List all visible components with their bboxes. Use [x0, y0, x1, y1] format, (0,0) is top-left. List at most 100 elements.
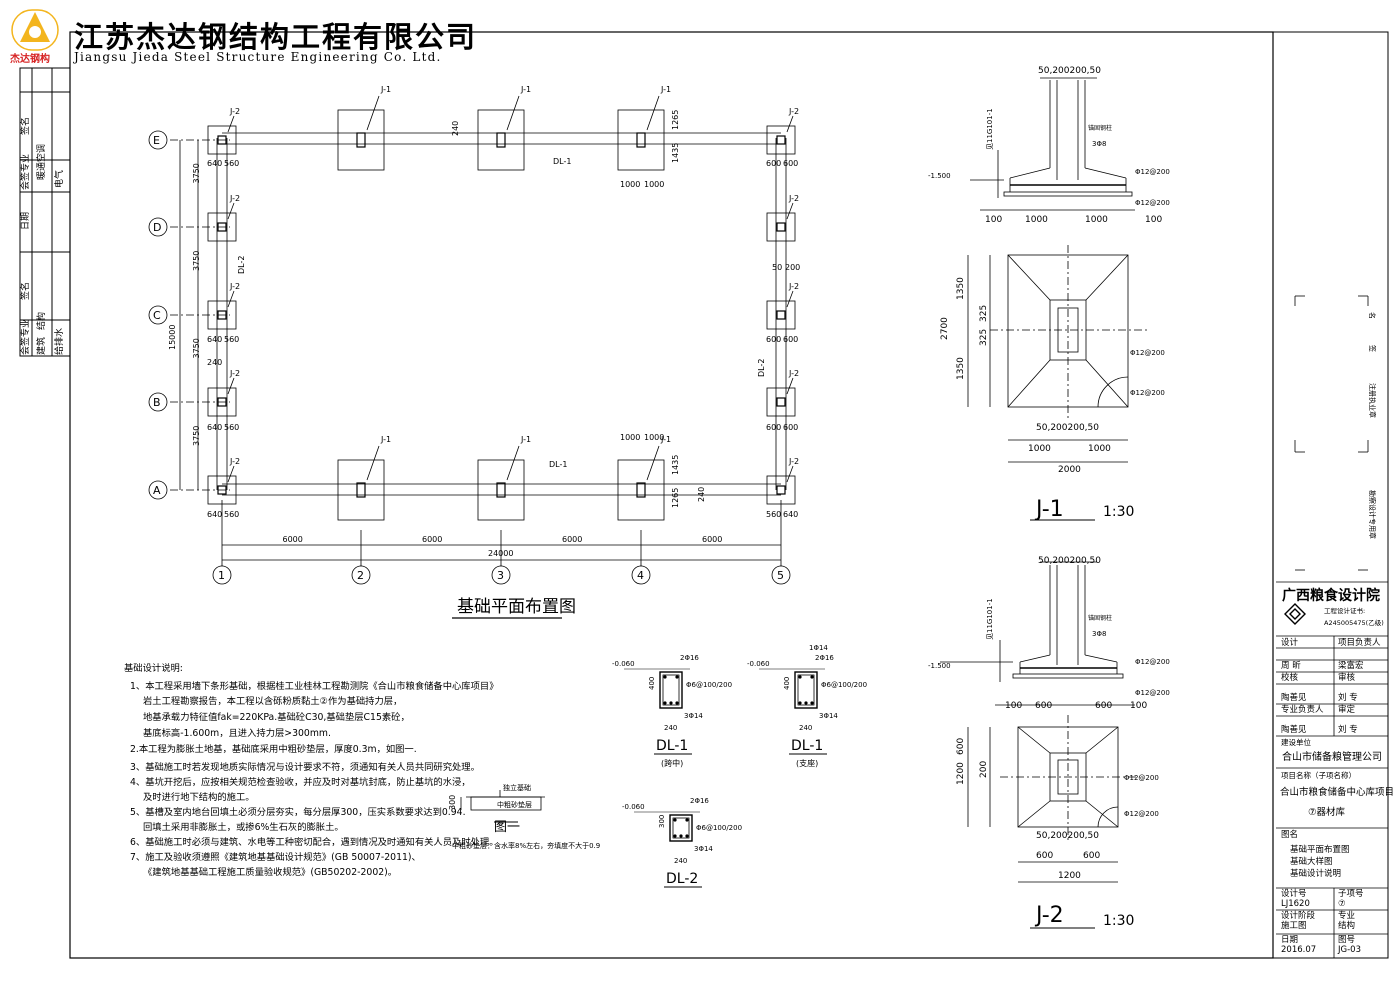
pad-dim: 1265: [671, 488, 680, 508]
j-level: -1.500: [928, 662, 951, 670]
client-label: 建设单位: [1281, 737, 1311, 747]
j1-plan-v: 1350: [956, 277, 966, 300]
column: [217, 135, 227, 145]
total-dim: 24000: [488, 549, 513, 558]
column: [217, 485, 227, 495]
j2-plan-rein: Φ12@200: [1124, 810, 1159, 818]
pad-j1: [617, 459, 665, 521]
total-dim: 15000: [168, 325, 177, 350]
tb-r6a: 陶善见: [1281, 724, 1307, 735]
beam-bot-rebar: 3Φ14: [684, 712, 703, 720]
project: 合山市粮食储备中心库项目: [1280, 786, 1394, 798]
svg-text:勘察设计专用章: 勘察设计专用章: [1368, 490, 1377, 539]
pad-dim: 640: [207, 510, 222, 519]
tb-value: JG-03: [1337, 945, 1361, 955]
leader: [366, 445, 380, 481]
column: [776, 222, 786, 232]
pad-label: J-2: [788, 194, 799, 203]
tb-r5a: 专业负责人: [1281, 704, 1324, 715]
column: [636, 482, 646, 498]
tb-r3a: 校核: [1281, 672, 1299, 683]
cert-label: 工程设计证书:: [1324, 606, 1365, 615]
j2-plan-h: 600: [1036, 851, 1053, 861]
pad-label: J-2: [788, 107, 799, 116]
pad-j2: [766, 387, 796, 417]
pad-dim: 1265: [671, 110, 680, 130]
rebar: [810, 675, 814, 679]
j2-plan-h: 50,200200,50: [1036, 831, 1099, 841]
tb-label: 专业: [1338, 910, 1355, 921]
axis-label-B: B: [153, 396, 161, 409]
axis-bubble: [148, 217, 168, 237]
pad-j1: [477, 109, 525, 171]
rebar: [798, 701, 802, 705]
pad-label: J-2: [229, 457, 240, 466]
beam-height: 300: [658, 815, 666, 828]
beam-level: -0.060: [747, 660, 770, 668]
span-dim: 6000: [422, 535, 442, 544]
column: [636, 132, 646, 148]
pad-label: J-2: [788, 282, 799, 291]
note-line: 岩土工程勘察报告，本工程以含砾粉质黏土②作为基础持力层，: [143, 695, 402, 707]
j1-plan-h: 1000: [1088, 444, 1111, 454]
pad-j2: [207, 387, 237, 417]
j1-plan: [967, 245, 1150, 463]
column: [496, 132, 506, 148]
column: [496, 482, 506, 498]
rebar: [663, 675, 667, 679]
pad-label: J-2: [229, 194, 240, 203]
stamp-labels: 名 签 注册执业章 勘察设计专用章: [1368, 312, 1377, 539]
beam-width: 240: [799, 724, 812, 732]
rebar: [673, 834, 677, 838]
note-line: 《建筑地基基础工程施工质量验收规范》(GB50202-2002)。: [143, 866, 397, 878]
j1-plan-h: 2000: [1058, 465, 1081, 475]
tb-label: 图号: [1338, 935, 1355, 945]
strip-dept: 会签专业: [19, 154, 31, 190]
rebar: [810, 701, 814, 705]
leader: [227, 115, 235, 133]
beam-top-rebar: 2Φ16: [680, 654, 699, 662]
leader: [786, 465, 794, 483]
leader: [646, 445, 660, 481]
fig1-title: 图一: [494, 820, 520, 835]
j1-plan-v: 2700: [940, 317, 950, 340]
strip-dept2: 会签专业: [19, 319, 31, 355]
pad-dim: 560: [766, 510, 781, 519]
column: [776, 310, 786, 320]
beam-section: [794, 671, 818, 709]
pad-j2: [207, 475, 237, 505]
j2-plan: [967, 715, 1140, 883]
beam-label: DL-1: [553, 157, 571, 166]
j2-plan-v: 1200: [956, 762, 966, 785]
axis-bubble: [148, 305, 168, 325]
beam-title: DL-2: [666, 871, 698, 887]
pad-label: J-1: [520, 435, 531, 444]
tb-value: 施工图: [1281, 920, 1307, 931]
j1-plan-h: 1000: [1028, 444, 1051, 454]
stirrup: [672, 817, 690, 839]
cert-no: A245005475(乙级): [1324, 618, 1384, 627]
rebar: [679, 834, 683, 838]
note-line: 及时进行地下结构的施工。: [143, 791, 255, 803]
rebar: [673, 818, 677, 822]
j1-plan-rein: Φ12@200: [1130, 389, 1165, 397]
j2-plan-rein: Φ12@200: [1124, 774, 1159, 782]
leader: [227, 202, 235, 220]
svg-text:注册执业章: 注册执业章: [1368, 383, 1377, 418]
pad-dim: 600: [766, 159, 781, 168]
tb-r4b: 刘 专: [1338, 692, 1358, 703]
beam-height: 400: [783, 677, 791, 690]
strip-arch: 建筑: [35, 337, 47, 355]
j-rein1: Φ12@200: [1135, 168, 1170, 176]
axis-bubble: [351, 565, 371, 585]
pad-dim: 560: [224, 510, 239, 519]
j1-scale: 1:30: [1103, 504, 1134, 520]
pad-j2: [207, 212, 237, 242]
pad-dim: 1000: [620, 433, 640, 442]
leader: [786, 115, 794, 133]
stirrup: [662, 674, 680, 706]
axis-bubble: [771, 565, 791, 585]
pad-label: J-1: [520, 85, 531, 94]
drawing-name: 基础设计说明: [1290, 868, 1341, 879]
tb-r3b: 审核: [1338, 672, 1356, 683]
